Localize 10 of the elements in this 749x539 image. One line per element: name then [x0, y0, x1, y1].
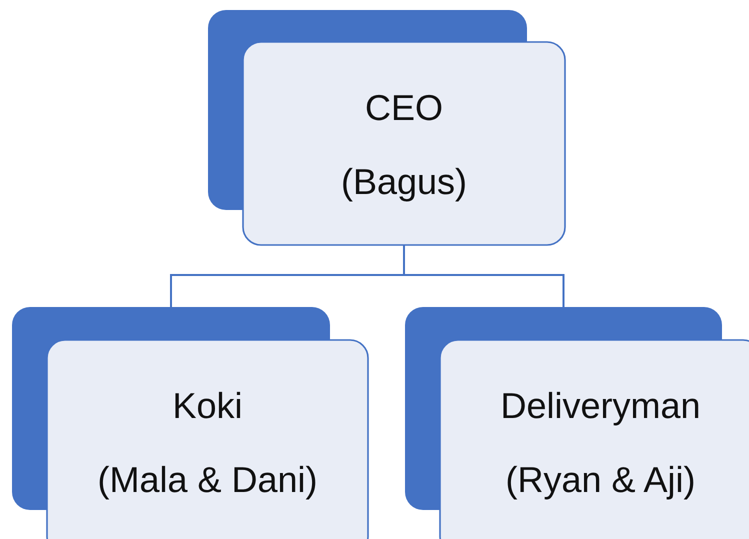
- person-names: (Ryan & Aji): [504, 458, 697, 502]
- role-title: Koki: [171, 384, 244, 428]
- org-chart-box: [405, 307, 749, 539]
- role-title: Deliveryman: [499, 384, 702, 428]
- org-chart-box: [208, 10, 565, 245]
- person-names: (Mala & Dani): [96, 458, 319, 502]
- role-title: CEO: [364, 86, 444, 130]
- org-chart-box: [12, 307, 368, 539]
- connector-line: [403, 245, 564, 307]
- person-names: (Bagus): [340, 160, 468, 204]
